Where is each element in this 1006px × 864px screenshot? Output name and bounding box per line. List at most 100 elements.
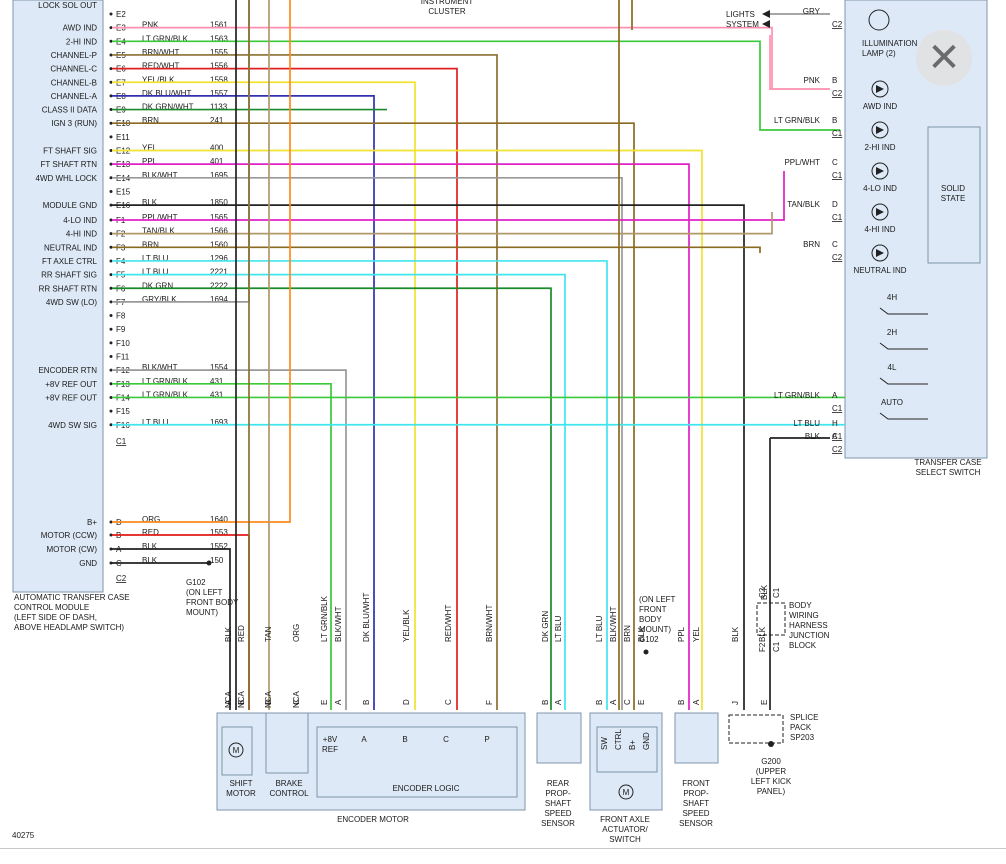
bottom-pin-label: D [264,699,273,705]
pin-function-label: 4WD WHL LOCK [36,174,98,183]
pin-function-label: ENCODER RTN [38,366,97,375]
wire-color-label: ORG [142,515,160,524]
pin-dot [109,232,113,236]
rear-sensor-label: SPEED [544,809,571,818]
pin-function-label: RR SHAFT RTN [39,284,98,293]
circuit-number: 150 [210,556,224,565]
lamp-icon [868,9,890,31]
ground-g102-label: MOUNT) [186,608,218,617]
switch-conn-label: C1 [832,213,843,222]
circuit-number: 1558 [210,75,228,84]
wire-color-label: LT GRN/BLK [142,34,189,43]
wire-E8 [112,95,375,710]
circuit-number: 2221 [210,268,228,277]
circuit-number: 401 [210,157,224,166]
led-icon [871,80,889,98]
led-icon [871,203,889,221]
pin-dot [109,355,113,358]
wire-color-label: BLK [142,198,158,207]
pin-function-label: GND [79,559,97,568]
bottom-pin-label: E [760,700,769,705]
wire-color-label: BRN/WHT [142,48,179,57]
wire-E6 [112,67,458,710]
shift-motor-box [221,726,253,776]
switch-contact [879,307,928,315]
bottom-pin-label: B [677,700,686,705]
wire-B [112,534,250,710]
circuit-number: 431 [210,377,224,386]
pin-dot [109,547,113,551]
bottom-wire-label: BRN [623,625,632,642]
wire-E16 [112,204,745,710]
bottom-pin-label: E [637,700,646,705]
solid-state-box [927,126,981,264]
wire-E3 [112,26,773,89]
wire-color-label: LT BLU [142,418,169,427]
wire-F12 [112,369,347,710]
encoder-logic-box [316,726,518,798]
pin-function-label: CHANNEL-P [51,51,97,60]
pin-function-label: 2-HI IND [66,37,97,46]
wire-color-label: BLK [142,556,158,565]
close-button[interactable]: ✕ [916,30,972,86]
diode-icon [876,126,884,134]
wire-F6 [112,287,552,710]
pin-dot [109,80,113,84]
cluster-label: INSTRUMENT [421,0,474,6]
illumination-lamp-label: LAMP (2) [862,49,896,58]
wire-color-label: BLK/WHT [142,363,178,372]
circuit-number: 2222 [210,281,228,290]
solid-state-label: STATE [941,194,966,203]
diode-icon [876,208,884,216]
switch-wire-label: LT BLU [794,419,821,428]
ground-g102-label: G102 [186,578,206,587]
bottom-wire-label: BLK [760,584,769,600]
wire-pnk-awd [769,35,830,90]
wire-E10 [112,122,635,710]
wire-color-label: DK GRN/WHT [142,103,194,112]
ecu-name: (LEFT SIDE OF DASH, [14,613,97,622]
bottom-pin-label: C [292,699,301,705]
g102-alt-label: G102 [639,635,659,644]
pin-dot [109,423,113,427]
junction-block-label: BLOCK [789,641,817,650]
bottom-wire-label: LT BLU [595,615,604,642]
pin-dot [109,162,113,166]
close-icon: ✕ [927,35,961,81]
bottom-wire-label: LT GRN/BLK [320,595,329,642]
switch-wire-label: TAN/BLK [787,200,820,209]
wire-E7 [112,81,416,710]
g102-alt-label: FRONT [639,605,667,614]
pin-dot [109,121,113,125]
bottom-pin-label: A [554,699,563,705]
junction-block-label: JUNCTION [789,631,830,640]
bottom-wire-label: YEL [692,626,701,642]
pin-id: C2 [116,574,127,583]
pin-dot [109,176,113,180]
ecu-name: ABOVE HEADLAMP SWITCH) [14,623,124,632]
led-icon [871,244,889,262]
pin-dot [109,327,113,331]
channel-label: B [402,735,407,744]
pin-function-label: RR SHAFT SIG [41,271,97,280]
circuit-number: 241 [210,116,224,125]
indicator-label: 4-LO IND [863,184,897,193]
bottom-wire-label: RED [237,625,246,642]
nca-label: NCA [292,690,301,708]
diode-icon [876,85,884,93]
bottom-wire-label: DK GRN [541,611,550,642]
pin-function-label: 4-HI IND [66,230,97,239]
circuit-number: 1694 [210,295,228,304]
bottom-wire-label: DK BLU/WHT [362,593,371,642]
switch-pin-label: B [832,76,837,85]
wire-color-label: BLK/WHT [142,171,178,180]
switch-wire-label: PPL/WHT [784,158,820,167]
bottom-pin-label: J [731,701,740,705]
splice-pack-box [728,714,784,744]
left-margin [0,0,14,848]
circuit-number: 1565 [210,213,228,222]
junction-block-label: WIRING [789,611,819,620]
arrow-icon [762,20,770,28]
nca-label: NCA [264,690,273,708]
g102-alt-label: BODY [639,615,662,624]
